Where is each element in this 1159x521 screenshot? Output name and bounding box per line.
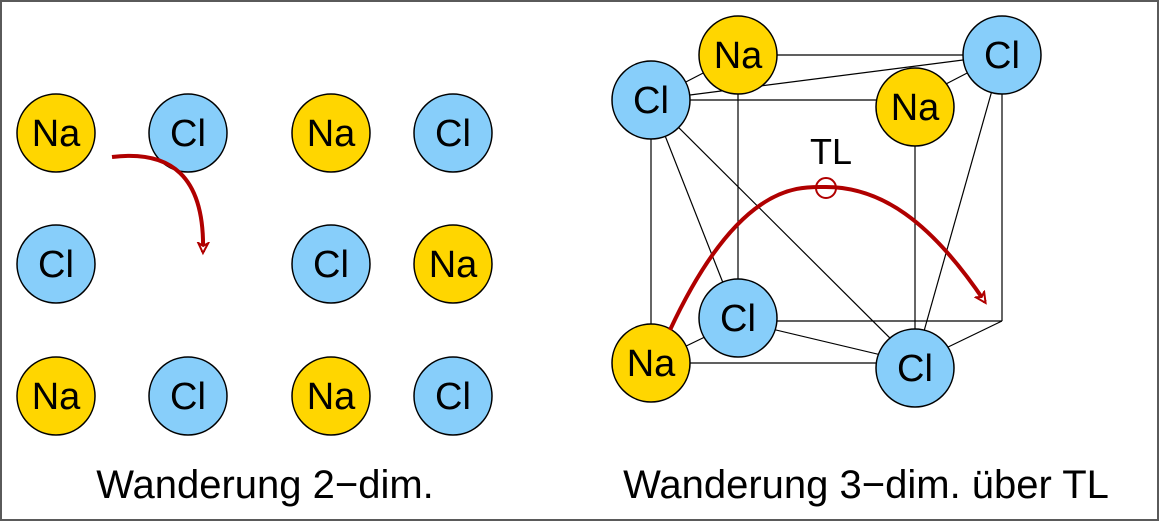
atom-label: Cl xyxy=(435,113,471,155)
atom-label: Cl xyxy=(435,376,471,418)
chloride-ion: Cl xyxy=(413,93,493,173)
atom-label: Na xyxy=(32,376,81,418)
atom-circle xyxy=(16,224,96,304)
atom-circle xyxy=(148,356,228,436)
atom-circle xyxy=(962,15,1042,95)
chloride-ion: Cl xyxy=(698,278,778,358)
sodium-ion: Na xyxy=(875,67,955,147)
chloride-ion: Cl xyxy=(16,224,96,304)
atom-label: Cl xyxy=(170,113,206,155)
atom-label: Na xyxy=(891,87,940,129)
migration-arrow-2d xyxy=(111,153,203,252)
caption-2d: Wanderung 2−dim. xyxy=(96,463,434,507)
chloride-ion: Cl xyxy=(148,356,228,436)
transition-state-label: TL xyxy=(810,131,852,172)
atom-label: Na xyxy=(429,244,478,286)
atom-label: Cl xyxy=(984,35,1020,77)
bond-line xyxy=(650,54,1003,101)
chloride-ion: Cl xyxy=(611,60,691,140)
bond-line xyxy=(914,54,1003,364)
bond-line xyxy=(650,99,916,364)
chloride-ion: Cl xyxy=(875,328,955,408)
atom-circle xyxy=(698,15,778,95)
atom-label: Na xyxy=(307,376,356,418)
atom-label: Na xyxy=(32,113,81,155)
atom-circle xyxy=(611,323,691,403)
atom-label: Na xyxy=(714,35,763,77)
sodium-ion: Na xyxy=(16,93,96,173)
atom-circle xyxy=(875,328,955,408)
atom-circle xyxy=(875,67,955,147)
atom-label: Cl xyxy=(897,348,933,390)
chloride-ion: Cl xyxy=(148,93,228,173)
caption-3d: Wanderung 3−dim. über TL xyxy=(623,463,1109,507)
atom-circle xyxy=(698,278,778,358)
atom-label: Cl xyxy=(720,298,756,340)
atom-label: Cl xyxy=(170,376,206,418)
atom-label: Na xyxy=(627,343,676,385)
chloride-ion: Cl xyxy=(291,224,371,304)
chloride-ion: Cl xyxy=(962,15,1042,95)
atom-label: Cl xyxy=(633,80,669,122)
atom-circle xyxy=(291,224,371,304)
atom-circle xyxy=(148,93,228,173)
transition-state-marker xyxy=(815,177,837,199)
sodium-ion: Na xyxy=(413,224,493,304)
atom-circle xyxy=(413,356,493,436)
sodium-ion: Na xyxy=(291,356,371,436)
migration-arrow-3d xyxy=(668,184,985,331)
sodium-ion: Na xyxy=(291,93,371,173)
atom-circle xyxy=(413,224,493,304)
sodium-ion: Na xyxy=(16,356,96,436)
atom-circle xyxy=(16,93,96,173)
sodium-ion: Na xyxy=(611,323,691,403)
chloride-ion: Cl xyxy=(413,356,493,436)
atom-circle xyxy=(611,60,691,140)
atom-label: Cl xyxy=(313,244,349,286)
atom-circle xyxy=(413,93,493,173)
sodium-ion: Na xyxy=(698,15,778,95)
atom-circle xyxy=(291,93,371,173)
atom-label: Na xyxy=(307,113,356,155)
atom-circle xyxy=(16,356,96,436)
atom-circle xyxy=(291,356,371,436)
atom-label: Cl xyxy=(38,244,74,286)
